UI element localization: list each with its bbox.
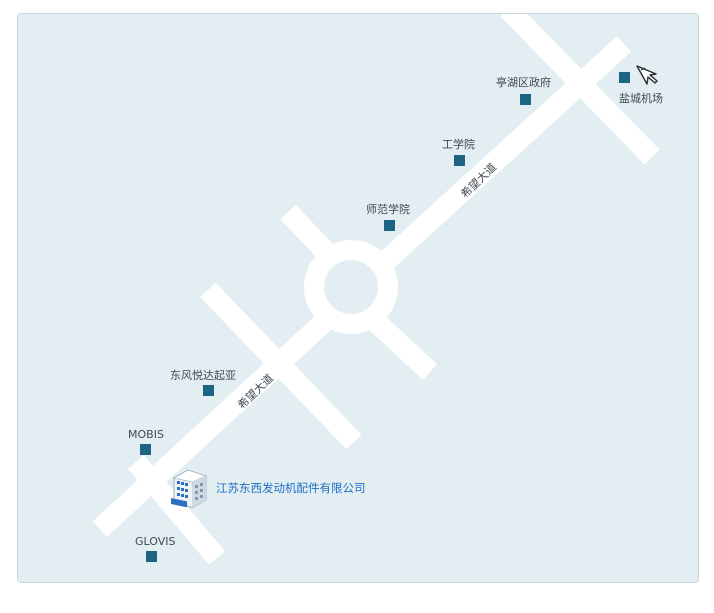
road-upper-cross bbox=[500, 14, 660, 165]
label-dongfeng-kia: 东风悦达起亚 bbox=[170, 369, 236, 382]
label-glovis: GLOVIS bbox=[135, 535, 176, 548]
label-airport: 盐城机场 bbox=[619, 92, 663, 105]
marker-dongfeng-kia[interactable] bbox=[203, 385, 214, 396]
road-lower-cross bbox=[127, 455, 226, 565]
road-roundabout-northwest-arm bbox=[280, 204, 333, 259]
label-normal-college: 师范学院 bbox=[366, 203, 410, 216]
label-mobis: MOBIS bbox=[128, 428, 164, 441]
label-company[interactable]: 江苏东西发动机配件有限公司 bbox=[216, 481, 366, 495]
map-canvas[interactable]: 希望大道 希望大道 亭湖区政府 盐城机场 工学院 师范学院 东风悦达起亚 MOB… bbox=[17, 13, 699, 583]
label-engineering-college: 工学院 bbox=[442, 138, 475, 151]
marker-glovis[interactable] bbox=[146, 551, 157, 562]
label-tinghu-gov: 亭湖区政府 bbox=[496, 76, 551, 89]
road-network bbox=[92, 14, 660, 565]
marker-tinghu-gov[interactable] bbox=[520, 94, 531, 105]
roundabout bbox=[304, 240, 398, 334]
road-main-avenue bbox=[92, 313, 333, 537]
marker-mobis[interactable] bbox=[140, 444, 151, 455]
road-roundabout-southeast-arm bbox=[367, 313, 438, 380]
airplane-icon[interactable] bbox=[635, 64, 659, 86]
marker-normal-college[interactable] bbox=[384, 220, 395, 231]
marker-engineering-college[interactable] bbox=[454, 155, 465, 166]
road-middle-cross bbox=[200, 282, 362, 450]
marker-airport[interactable] bbox=[619, 72, 630, 83]
building-icon[interactable] bbox=[171, 466, 209, 508]
